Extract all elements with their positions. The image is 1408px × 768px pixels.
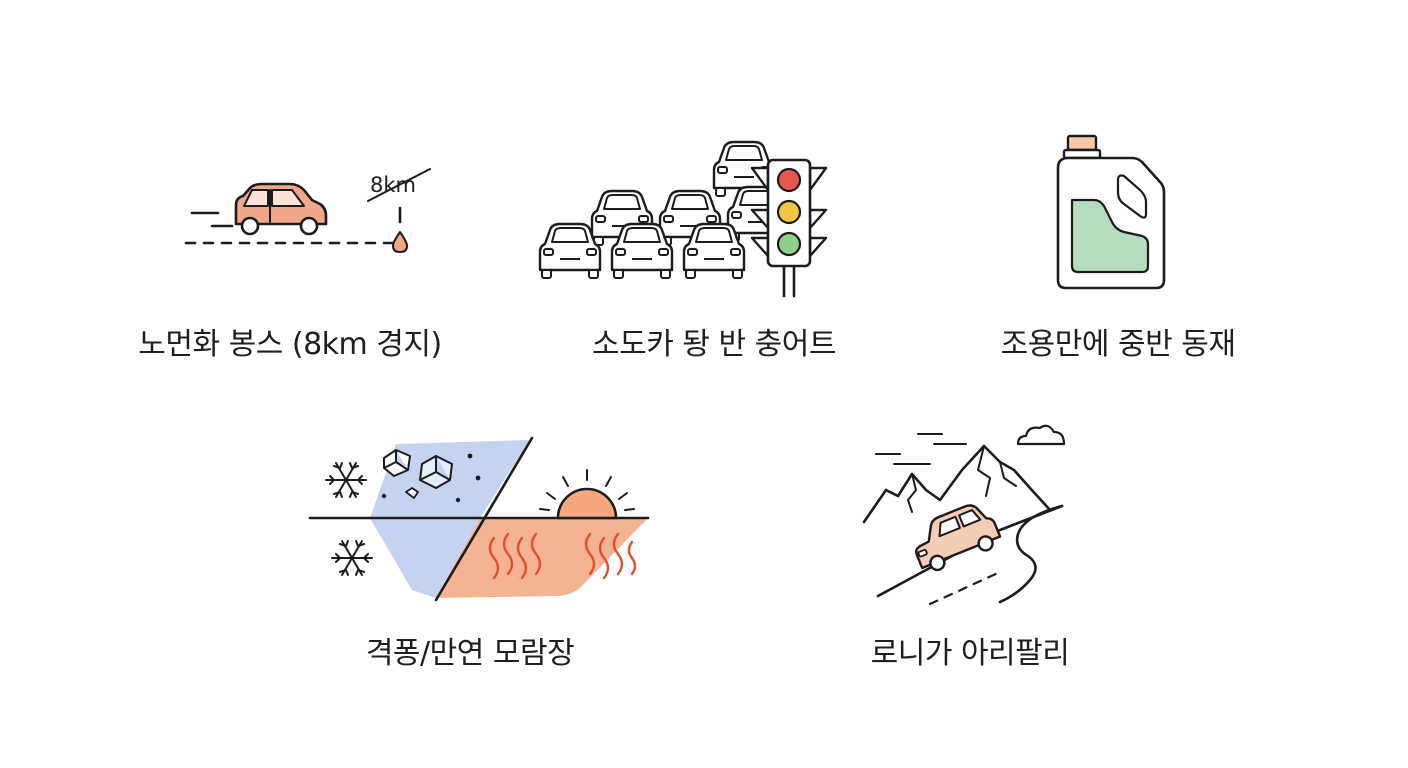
caption-traffic-jam: 소도카 돵 반 충어트: [592, 327, 836, 362]
caption-mountain-road: 로니가 아리팔리: [870, 636, 1070, 671]
distance-sign-label: 8km: [370, 173, 416, 197]
caption-fluid-jug: 조용만에 중반 동재: [1000, 327, 1236, 362]
snowflake-icon: [325, 462, 373, 576]
caption-cold-heat: 격퐁/만연 모람장: [365, 636, 575, 671]
caption-fuel-range: 노먼화 봉스 (8km 경지): [138, 327, 442, 362]
